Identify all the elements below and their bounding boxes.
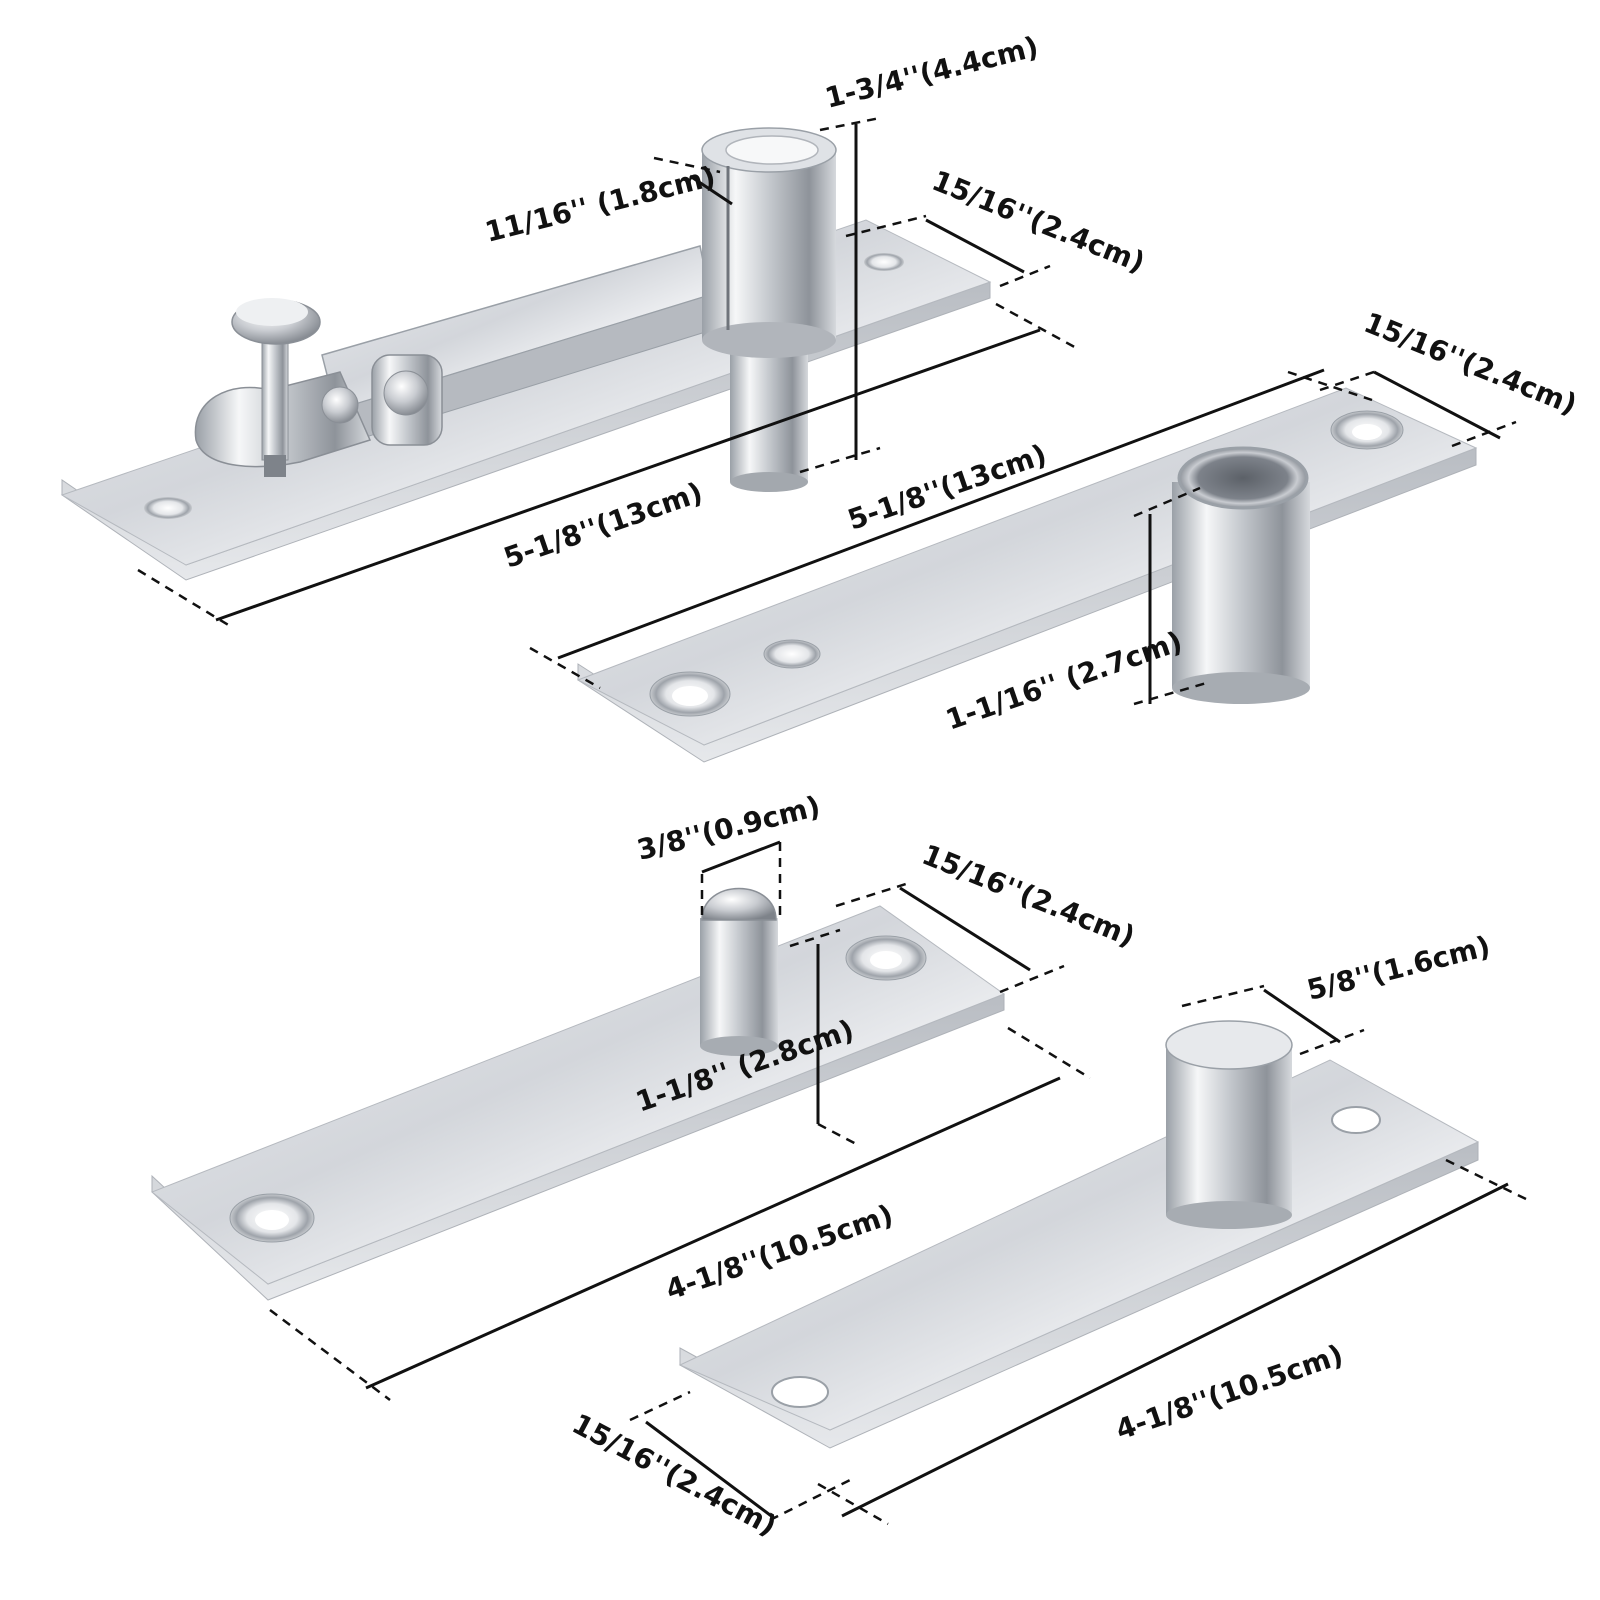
label-post-plate-width: 15/16''(2.4cm) — [567, 1407, 782, 1542]
post-cylinder — [1166, 1045, 1292, 1215]
latch-knob-stem — [261, 329, 289, 461]
label-pin-diameter: 3/8''(0.9cm) — [634, 789, 824, 866]
post-plate-hole-left — [771, 1376, 829, 1408]
solid-post-part — [678, 1020, 1480, 1449]
pin-dome — [701, 887, 777, 921]
bottom-socket-part — [576, 387, 1478, 763]
spring-pin-part — [151, 887, 1006, 1301]
pin-plate-hole-right-inner — [870, 951, 902, 969]
label-top-pivot-height: 1-3/4''(4.4cm) — [822, 30, 1042, 115]
top-plate-hole-right — [864, 253, 904, 271]
pivot-upper-barrel — [702, 150, 836, 340]
pivot-barrel-bottom — [702, 322, 836, 358]
socket-cylinder — [1172, 482, 1310, 688]
pin-body-base — [700, 1036, 778, 1056]
latch-rivet-left — [321, 386, 359, 424]
socket-plate-hole-left-inner — [672, 686, 708, 706]
top-pivot-part — [60, 127, 992, 581]
latch-rivet-right — [383, 370, 429, 416]
label-post-plate-length: 4-1/8''(10.5cm) — [1112, 1338, 1348, 1447]
label-top-plate-length: 5-1/8''(13cm) — [500, 476, 707, 575]
label-top-pivot-diameter: 11/16'' (1.8cm) — [482, 160, 719, 249]
latch-thread — [264, 455, 286, 477]
label-post-diameter: 5/8''(1.6cm) — [1304, 929, 1494, 1006]
pin-body — [700, 918, 778, 1046]
socket-plate-hole-mid — [763, 639, 821, 669]
post-cylinder-top — [1165, 1020, 1293, 1070]
post-cylinder-base — [1166, 1201, 1292, 1229]
label-top-plate-width: 15/16''(2.4cm) — [927, 164, 1149, 279]
pivot-barrel-top-inner — [725, 135, 819, 165]
label-pin-plate-width: 15/16''(2.4cm) — [917, 838, 1139, 953]
dimension-lines — [137, 116, 1529, 1526]
top-plate-hole-left — [144, 497, 192, 519]
socket-cylinder-base — [1172, 672, 1310, 704]
label-bottom-plate-width: 15/16''(2.4cm) — [1359, 306, 1581, 421]
latch-knob-top — [236, 298, 308, 326]
socket-opening — [1177, 446, 1309, 510]
pin-plate-hole-left-inner — [255, 1210, 289, 1230]
post-plate-hole-right — [1331, 1106, 1381, 1134]
pivot-lower-shaft — [730, 340, 808, 482]
socket-plate-hole-right-inner — [1352, 424, 1382, 440]
pin-plate — [151, 905, 1006, 1285]
pivot-lower-shaft-base — [730, 472, 808, 492]
